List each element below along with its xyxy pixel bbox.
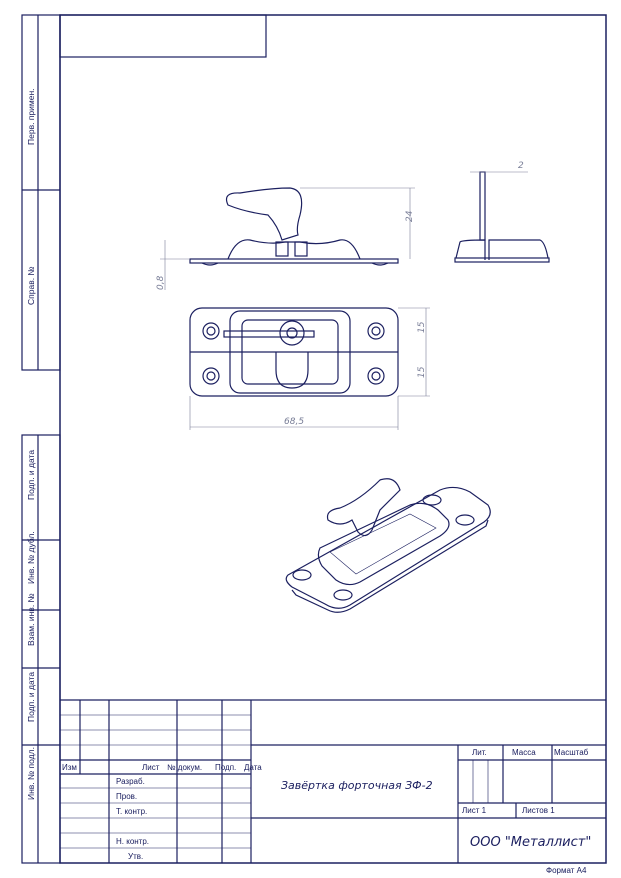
side-label: Инв. № дубл. (26, 531, 36, 584)
drawing-frame (59, 14, 607, 864)
company-name: ООО "Металлист" (470, 835, 591, 850)
header-izm: Изм (62, 763, 77, 772)
format-label: Формат А4 (546, 866, 587, 875)
title-block: Изм Лист № докум. Подп. Дата Разраб. Про… (60, 699, 606, 875)
side-label: Подп. и дата (26, 450, 36, 500)
dim-half-bottom: 15 (417, 366, 427, 378)
dim-plate: 0,8 (156, 275, 166, 290)
side-label: Справ. № (26, 266, 36, 305)
front-view: 24 0,8 (156, 187, 415, 290)
lit-label: Лит. (472, 748, 487, 757)
header-sign: Подп. (215, 763, 236, 772)
header-date: Дата (244, 763, 262, 772)
isometric-view (285, 478, 491, 613)
top-left-box (59, 14, 267, 58)
drawing-title: Завёртка форточная ЗФ-2 (281, 779, 433, 792)
side-label: Перв. примен. (26, 88, 36, 145)
dim-height: 24 (405, 210, 415, 222)
header-list: Лист (142, 763, 160, 772)
top-view: 15 15 68,5 (189, 307, 430, 430)
role-developer: Разраб. (116, 777, 145, 786)
role-checker: Пров. (116, 792, 137, 801)
sheet-number: Лист 1 (462, 806, 487, 815)
side-label: Инв. № подл. (26, 747, 36, 800)
role-norm-control: Н. контр. (116, 837, 149, 846)
role-tech-control: Т. контр. (116, 807, 147, 816)
dim-length: 68,5 (284, 417, 304, 427)
sheet-count: Листов 1 (522, 806, 555, 815)
dim-half-top: 15 (417, 321, 427, 333)
header-doc: № докум. (167, 763, 202, 772)
scale-label: Масштаб (554, 748, 589, 757)
left-strip: Перв. примен. Справ. № Подп. и дата Инв.… (21, 14, 61, 864)
mass-label: Масса (512, 748, 536, 757)
dim-thickness: 2 (518, 161, 524, 171)
side-label: Подп. и дата (26, 672, 36, 722)
side-view: 2 (454, 161, 550, 263)
side-label: Взам. инв. № (26, 593, 36, 646)
role-approved: Утв. (128, 852, 143, 861)
